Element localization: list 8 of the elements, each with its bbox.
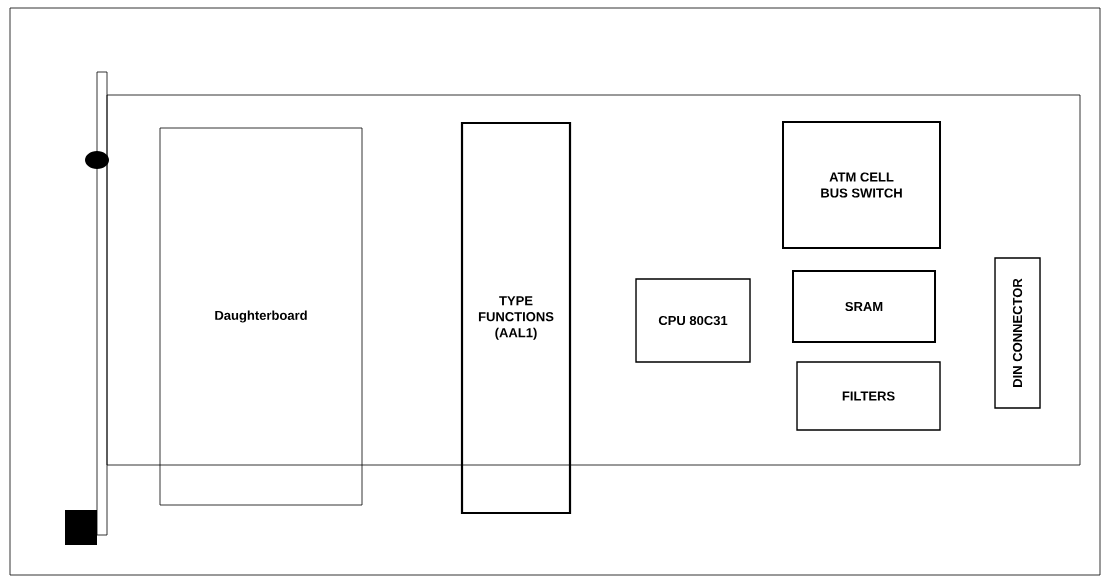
component-box: SRAM xyxy=(792,270,936,343)
component-box: ATM CELL BUS SWITCH xyxy=(782,121,941,249)
component-box: DIN CONNECTOR xyxy=(994,257,1041,409)
component-box: TYPE FUNCTIONS (AAL1) xyxy=(460,121,572,515)
component-box: CPU 80C31 xyxy=(635,278,751,363)
component-box: Daughterboard xyxy=(159,127,363,506)
circuit-board xyxy=(106,94,1081,466)
component-box: FILTERS xyxy=(796,361,941,431)
